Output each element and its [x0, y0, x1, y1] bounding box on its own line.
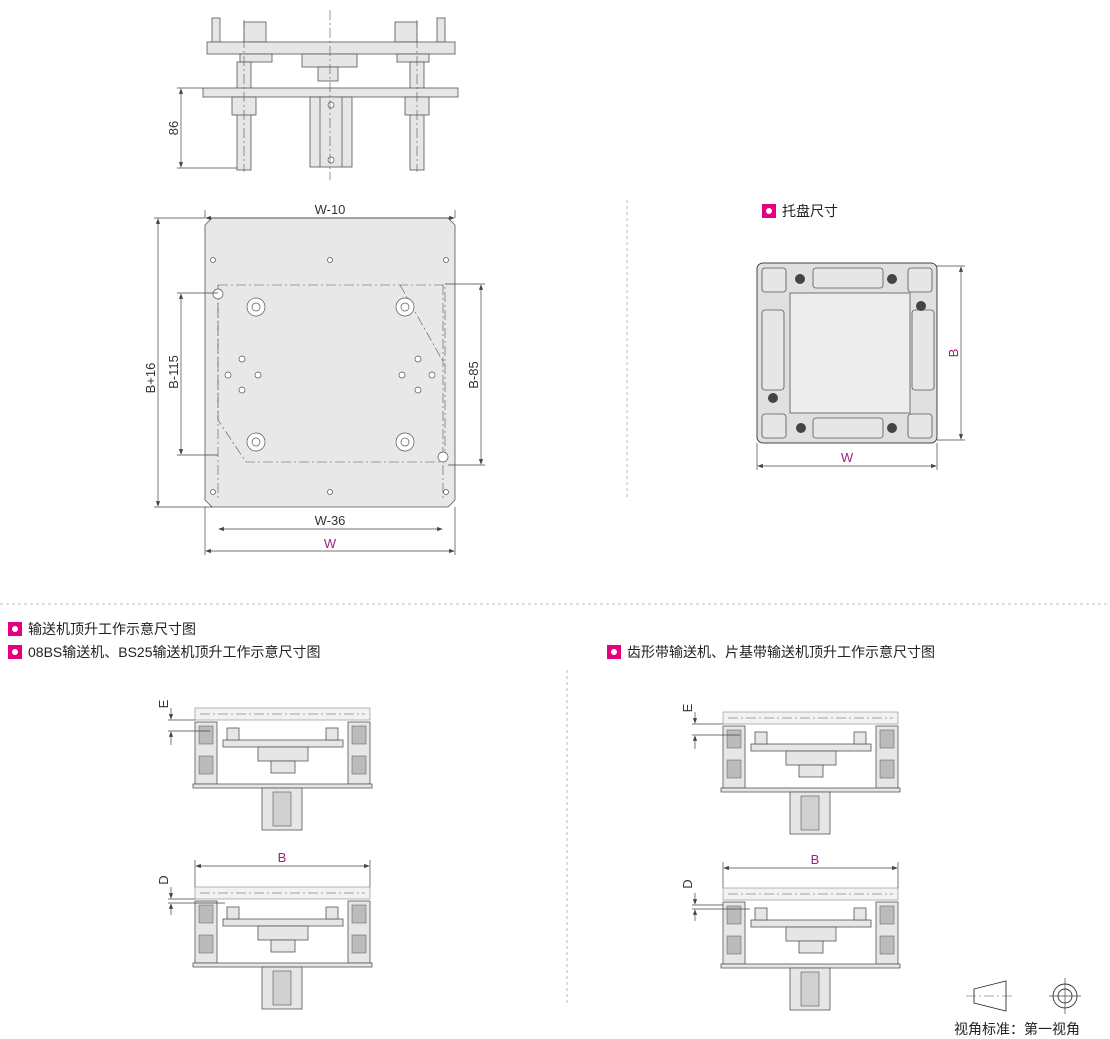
- dim-w: W: [324, 536, 337, 551]
- dim-e-right: E: [680, 703, 695, 712]
- dim-b-minus-115: B-115: [166, 355, 181, 389]
- tray-title-text: 托盘尺寸: [782, 203, 838, 219]
- tray-dim-b: B: [946, 349, 961, 358]
- projection-label: 视角标准：第一视角: [954, 1021, 1080, 1037]
- dim-w-minus-36: W-36: [315, 513, 346, 528]
- section-right-title: 齿形带输送机、片基带输送机顶升工作示意尺寸图: [607, 642, 935, 662]
- section-right-top: E: [680, 703, 901, 835]
- section-main-title-text: 输送机顶升工作示意尺寸图: [28, 621, 196, 637]
- dim-w-minus-10: W-10: [315, 202, 346, 217]
- bullet-icon: [8, 622, 22, 636]
- dim-b-left: B: [278, 850, 287, 865]
- bullet-icon: [762, 204, 776, 218]
- dim-b-plus-16: B+16: [143, 363, 158, 394]
- tray-dim-w: W: [841, 450, 854, 465]
- section-left-title: 08BS输送机、BS25输送机顶升工作示意尺寸图: [8, 642, 321, 662]
- section-right-bottom: B D: [680, 852, 901, 1011]
- top-elevation-view: 86: [166, 10, 459, 180]
- first-angle-projection-icon: [966, 978, 1081, 1014]
- section-left-title-text: 08BS输送机、BS25输送机顶升工作示意尺寸图: [28, 644, 321, 660]
- dim-b-right: B: [811, 852, 820, 867]
- section-left-bottom: B D: [156, 850, 373, 1010]
- bullet-icon: [8, 645, 22, 659]
- dim-e-left: E: [156, 699, 171, 708]
- tray-view: B W: [756, 262, 965, 470]
- plate-plan-view: W-10 B+16 B-115 B-85 W-36 W: [143, 202, 485, 555]
- dim-b-minus-85: B-85: [466, 361, 481, 388]
- section-main-title: 输送机顶升工作示意尺寸图: [8, 619, 196, 639]
- bullet-icon: [607, 645, 621, 659]
- dim-d-right: D: [680, 879, 695, 888]
- section-left-top: E: [156, 699, 373, 831]
- dim-height-86: 86: [166, 121, 181, 135]
- dim-d-left: D: [156, 875, 171, 884]
- tray-title: 托盘尺寸: [762, 201, 838, 221]
- section-right-title-text: 齿形带输送机、片基带输送机顶升工作示意尺寸图: [627, 644, 935, 660]
